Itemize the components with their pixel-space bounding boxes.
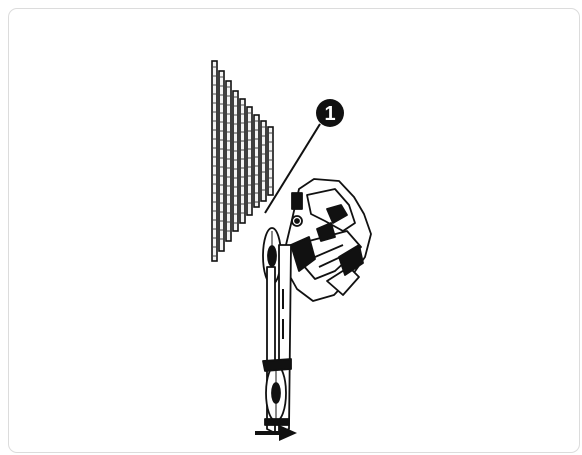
derailleur-illustration: 1	[211, 60, 372, 441]
cassette-cog	[239, 98, 246, 224]
right-arrow-icon	[255, 425, 297, 441]
cassette-cog	[211, 60, 218, 262]
cassette-cog	[260, 120, 267, 202]
cassette-cog	[218, 70, 225, 252]
callout-leader-line	[264, 123, 321, 214]
cassette-cog	[267, 126, 274, 196]
callout-number: 1	[324, 103, 335, 125]
cassette-cogs-icon	[211, 60, 274, 262]
diagram-card: 1	[8, 8, 580, 453]
cassette-cog	[232, 90, 239, 232]
cassette-cog	[225, 80, 232, 242]
cassette-cog	[253, 114, 260, 208]
rear-derailleur-icon	[262, 178, 372, 434]
numbered-callout-icon: 1	[316, 99, 344, 127]
cassette-cog	[246, 106, 253, 216]
